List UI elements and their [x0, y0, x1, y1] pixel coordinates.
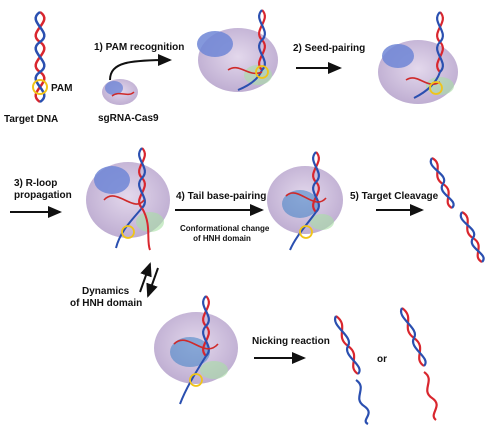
pam-label: PAM	[51, 83, 73, 94]
or-label: or	[377, 354, 387, 365]
step3-label-line1: 3) R-loop	[14, 178, 58, 189]
step1-label: 1) PAM recognition	[94, 42, 185, 53]
step4-label: 4) Tail base-pairing	[176, 191, 267, 202]
complex-hnh-dynamics	[154, 295, 238, 405]
sgrna-cas9-complex	[102, 79, 138, 105]
step3-label-line2: propagation	[14, 190, 72, 201]
nicked-dna-product-a	[333, 315, 370, 425]
dynamics-equilibrium-arrows	[139, 262, 159, 298]
step4-note-line2: of HNH domain	[193, 234, 251, 243]
step5-label: 5) Target Cleavage	[350, 191, 439, 202]
step4-note-line1: Conformational change	[180, 224, 270, 233]
nicked-dna-product-b	[399, 307, 438, 421]
target-dna-label: Target DNA	[4, 114, 59, 125]
pam-marker-icon	[32, 79, 48, 95]
sgrna-cas9-label: sgRNA-Cas9	[98, 113, 159, 124]
target-dna-helix	[32, 10, 48, 104]
dynamics-label-line2: of HNH domain	[70, 298, 143, 309]
complex-r-loop	[86, 147, 170, 251]
step1-arrow	[109, 54, 172, 81]
dynamics-label-line1: Dynamics	[82, 286, 130, 297]
complex-pam-recognition	[197, 9, 278, 92]
nicking-label: Nicking reaction	[252, 336, 330, 347]
cleaved-dna-fragments	[429, 157, 485, 263]
complex-seed-pairing	[378, 11, 458, 104]
complex-tail-base-pairing	[267, 151, 343, 251]
step2-label: 2) Seed-pairing	[293, 43, 366, 54]
